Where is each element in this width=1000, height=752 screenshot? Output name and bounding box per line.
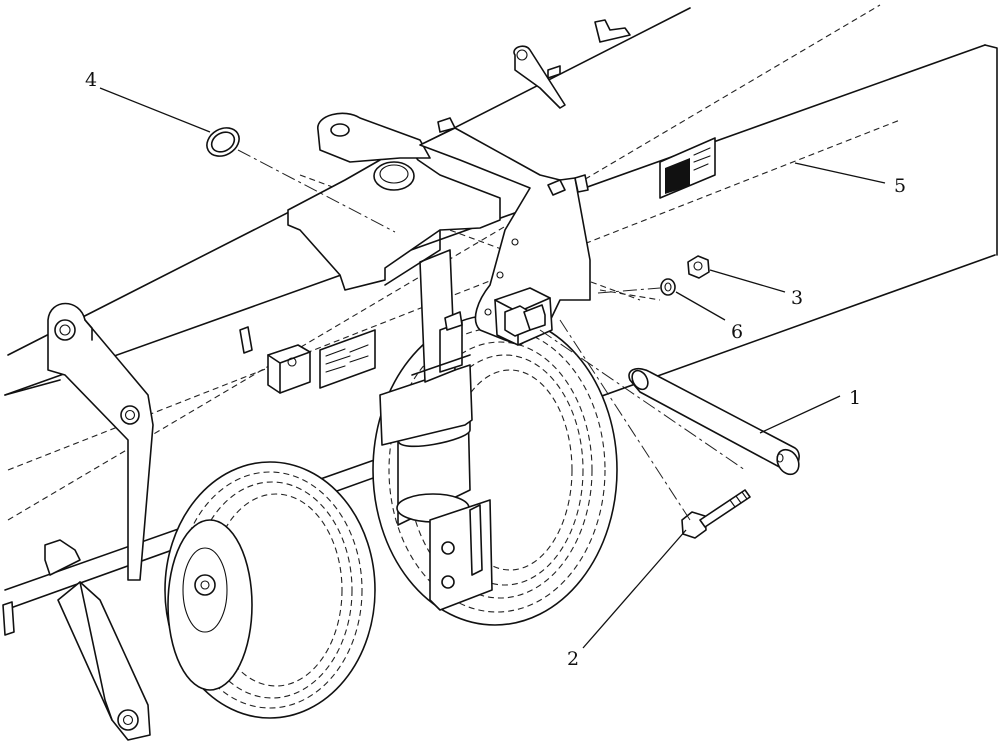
tube-top-tab-far [594,19,631,43]
assembly-center-lines [237,149,746,521]
pivot-pin [628,367,800,476]
flat-washer [660,278,676,296]
callout-labels: 1 2 3 4 5 6 [85,69,906,670]
tube-square-socket [267,344,311,394]
callout-4: 4 [85,69,97,91]
pivot-square-socket [494,287,553,346]
callout-2: 2 [567,648,579,670]
lower-left-link [57,581,151,741]
saddle-bracket-top [287,150,501,291]
pivot-plate [419,127,591,346]
tube-hitch-lug [513,45,566,109]
lock-nut [687,255,710,279]
frame-decal-left [319,329,376,389]
tube-roll-pin [239,326,253,354]
o-ring [206,127,240,157]
callout-6: 6 [731,321,743,343]
left-wheel [164,461,376,719]
callout-5: 5 [894,175,906,197]
leader-lines [99,87,886,649]
saddle-rear-lug [317,112,456,163]
spindle-post [411,249,471,383]
callout-3: 3 [791,287,803,309]
left-bracket-arm [47,302,154,581]
tube-left-tab [2,539,81,636]
frame-decal-right [659,137,716,199]
hex-bolt [681,489,751,539]
callout-1: 1 [849,387,861,409]
